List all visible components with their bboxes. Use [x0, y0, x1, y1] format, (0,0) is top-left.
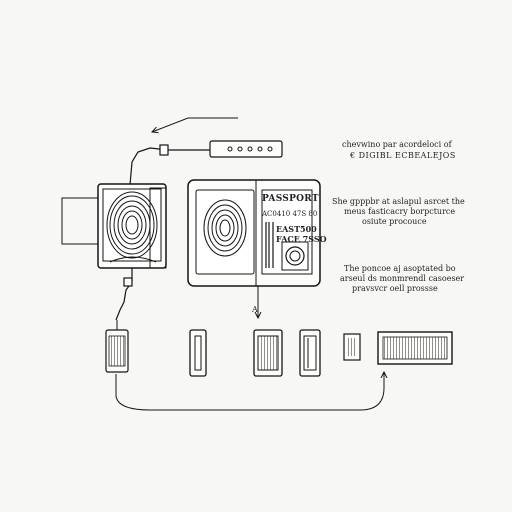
note-3-line-3: pravsvcr oell prossse [352, 284, 438, 293]
card-slot-1 [189, 329, 207, 377]
fingerprint-scanner [61, 183, 167, 269]
card-slot-3 [299, 329, 321, 377]
passport-barcode [265, 222, 274, 268]
card-reader-device [105, 320, 129, 373]
usb-cable [129, 144, 212, 186]
usb-device [209, 140, 283, 158]
passport-code: AC0410 47S 80 [262, 210, 318, 218]
passport-line-1: EAST500 [276, 224, 317, 234]
note-1-line-1: chevwino par acordeloci of [342, 140, 452, 149]
card-slot-2 [253, 329, 283, 377]
note-2-line-1: She gpppbr at aslapul asrcet the [332, 197, 465, 206]
passport-photo-icon [281, 241, 309, 271]
note-2-line-3: osiute procouce [362, 217, 427, 226]
scanner-cable [115, 268, 133, 321]
top-connector-arrow [152, 117, 238, 132]
return-loop-arrow [115, 372, 384, 411]
small-chip [343, 333, 361, 361]
passport-document [187, 179, 321, 287]
note-1-line-2: € DIGIBL ECBEALEJOS [350, 151, 456, 160]
output-display [377, 331, 453, 365]
scanner-fingerprint-icon [106, 191, 158, 259]
note-3-line-2: arseul ds monmrendl casoeser [340, 274, 465, 283]
arrow-label: A [252, 305, 258, 314]
passport-title: PASSPORT [262, 194, 319, 204]
note-3-line-1: The poncoe aj asoptated bo [344, 264, 456, 273]
note-2-line-2: meus fasticacry borpcturce [344, 207, 456, 216]
passport-fingerprint-icon [203, 199, 247, 257]
passport-line-2: FACE 7SSO [276, 234, 327, 244]
